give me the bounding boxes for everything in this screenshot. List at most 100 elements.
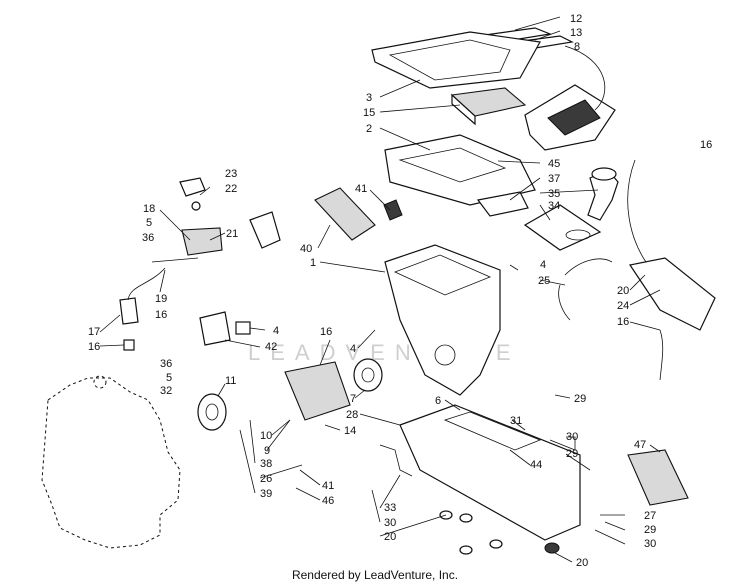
callout-46: 46 [322,495,334,507]
render-credit: Rendered by LeadVenture, Inc. [291,568,459,582]
part-cover-window [388,39,511,81]
callout-16-lower: 16 [88,341,100,353]
callout-40: 40 [300,243,312,255]
part-plate-34 [523,204,602,251]
callout-29-mid: 29 [566,448,578,460]
callout-10: 10 [260,430,272,442]
callout-4-right: 4 [540,259,546,271]
callout-42: 42 [265,341,277,353]
callout-41-lower: 41 [322,480,334,492]
part-clip-16 [123,339,135,351]
callout-19: 19 [155,293,167,305]
callout-2: 2 [366,123,372,135]
part-silencer-vanes [547,99,601,136]
part-airbox-opening [393,254,492,296]
callout-1: 1 [310,257,316,269]
part-rod-33 [379,444,413,477]
callout-15: 15 [363,107,375,119]
callout-31: 31 [510,415,522,427]
callout-34: 34 [548,200,560,212]
callout-20-lower: 20 [384,531,396,543]
callout-20-right: 20 [617,285,629,297]
callout-30-bottom: 30 [644,538,656,550]
callout-26: 26 [260,473,272,485]
part-intake-bore [361,367,375,383]
part-adapter-bore [205,403,219,421]
part-bracket-42 [199,311,231,346]
part-filter-15-side [451,93,476,126]
callout-44: 44 [530,459,542,471]
callout-32: 32 [160,385,172,397]
part-airbox-1 [384,244,501,396]
callout-8: 8 [574,41,580,53]
part-adapter-11 [197,393,227,431]
part-filter-47 [627,449,689,506]
part-carburetor-9 [284,361,351,421]
callout-16-left: 16 [155,309,167,321]
part-grommet-20c [459,545,473,555]
callout-5-lower: 5 [166,372,172,384]
callout-4-left: 4 [273,325,279,337]
callout-45: 45 [548,158,560,170]
part-lower-box-44 [443,411,542,451]
part-cover-21 [249,211,281,249]
part-intake-7 [353,358,383,392]
part-cable-16-top [627,159,649,266]
callout-36-top: 36 [142,232,154,244]
callout-17: 17 [88,326,100,338]
callout-29-lower: 29 [644,524,656,536]
callout-18: 18 [143,203,155,215]
part-airbox-port [434,344,456,366]
callout-4-mid: 4 [350,343,356,355]
part-plate-hole [565,229,591,241]
callout-38: 38 [260,458,272,470]
callout-16-mid: 16 [320,326,332,338]
callout-labels: 12 13 8 3 15 2 45 16 37 35 41 34 23 22 1… [88,13,712,569]
part-panel-40 [314,187,376,241]
callout-37: 37 [548,173,560,185]
callout-30-lower: 30 [384,517,396,529]
callout-24: 24 [617,300,629,312]
leader-lines [99,16,661,563]
callout-11: 11 [225,375,236,387]
callout-16-top: 16 [700,139,712,151]
part-base-ridge [398,147,507,183]
callout-16-right: 16 [617,316,629,328]
part-lever-18 [181,227,223,256]
callout-30-right: 30 [566,431,578,443]
part-airbox-cover-3 [371,31,541,89]
part-airbox-base-2 [384,134,536,206]
callout-27: 27 [644,510,656,522]
part-cap-23 [179,177,206,197]
part-lower-box-28 [399,404,581,541]
callout-47: 47 [634,439,646,451]
callout-35: 35 [548,188,560,200]
callout-21: 21 [226,228,238,240]
callout-13: 13 [570,27,582,39]
part-grommet-20b [459,513,473,523]
callout-36-lower: 36 [160,358,172,370]
part-washer-22 [191,201,201,211]
callout-29-top: 29 [574,393,586,405]
callout-28: 28 [346,409,358,421]
callout-3: 3 [366,92,372,104]
part-cable-16-right [659,329,664,381]
callout-39: 39 [260,488,272,500]
part-bolt-36 [151,257,199,263]
callout-33: 33 [384,502,396,514]
part-spacer-4 [235,321,251,335]
part-cable-25 [564,258,613,276]
callout-7: 7 [350,393,356,405]
part-knob-20 [544,542,560,554]
part-boot-35-rim [591,167,617,181]
callout-5-top: 5 [146,217,152,229]
callout-22: 22 [225,183,237,195]
part-fastener-41 [383,199,403,221]
engine-outline [41,377,181,549]
engine-boss [93,375,107,389]
callout-23: 23 [225,168,237,180]
callout-25: 25 [538,275,550,287]
callout-20-bottom: 20 [576,557,588,569]
part-cable-16-left [558,284,571,321]
